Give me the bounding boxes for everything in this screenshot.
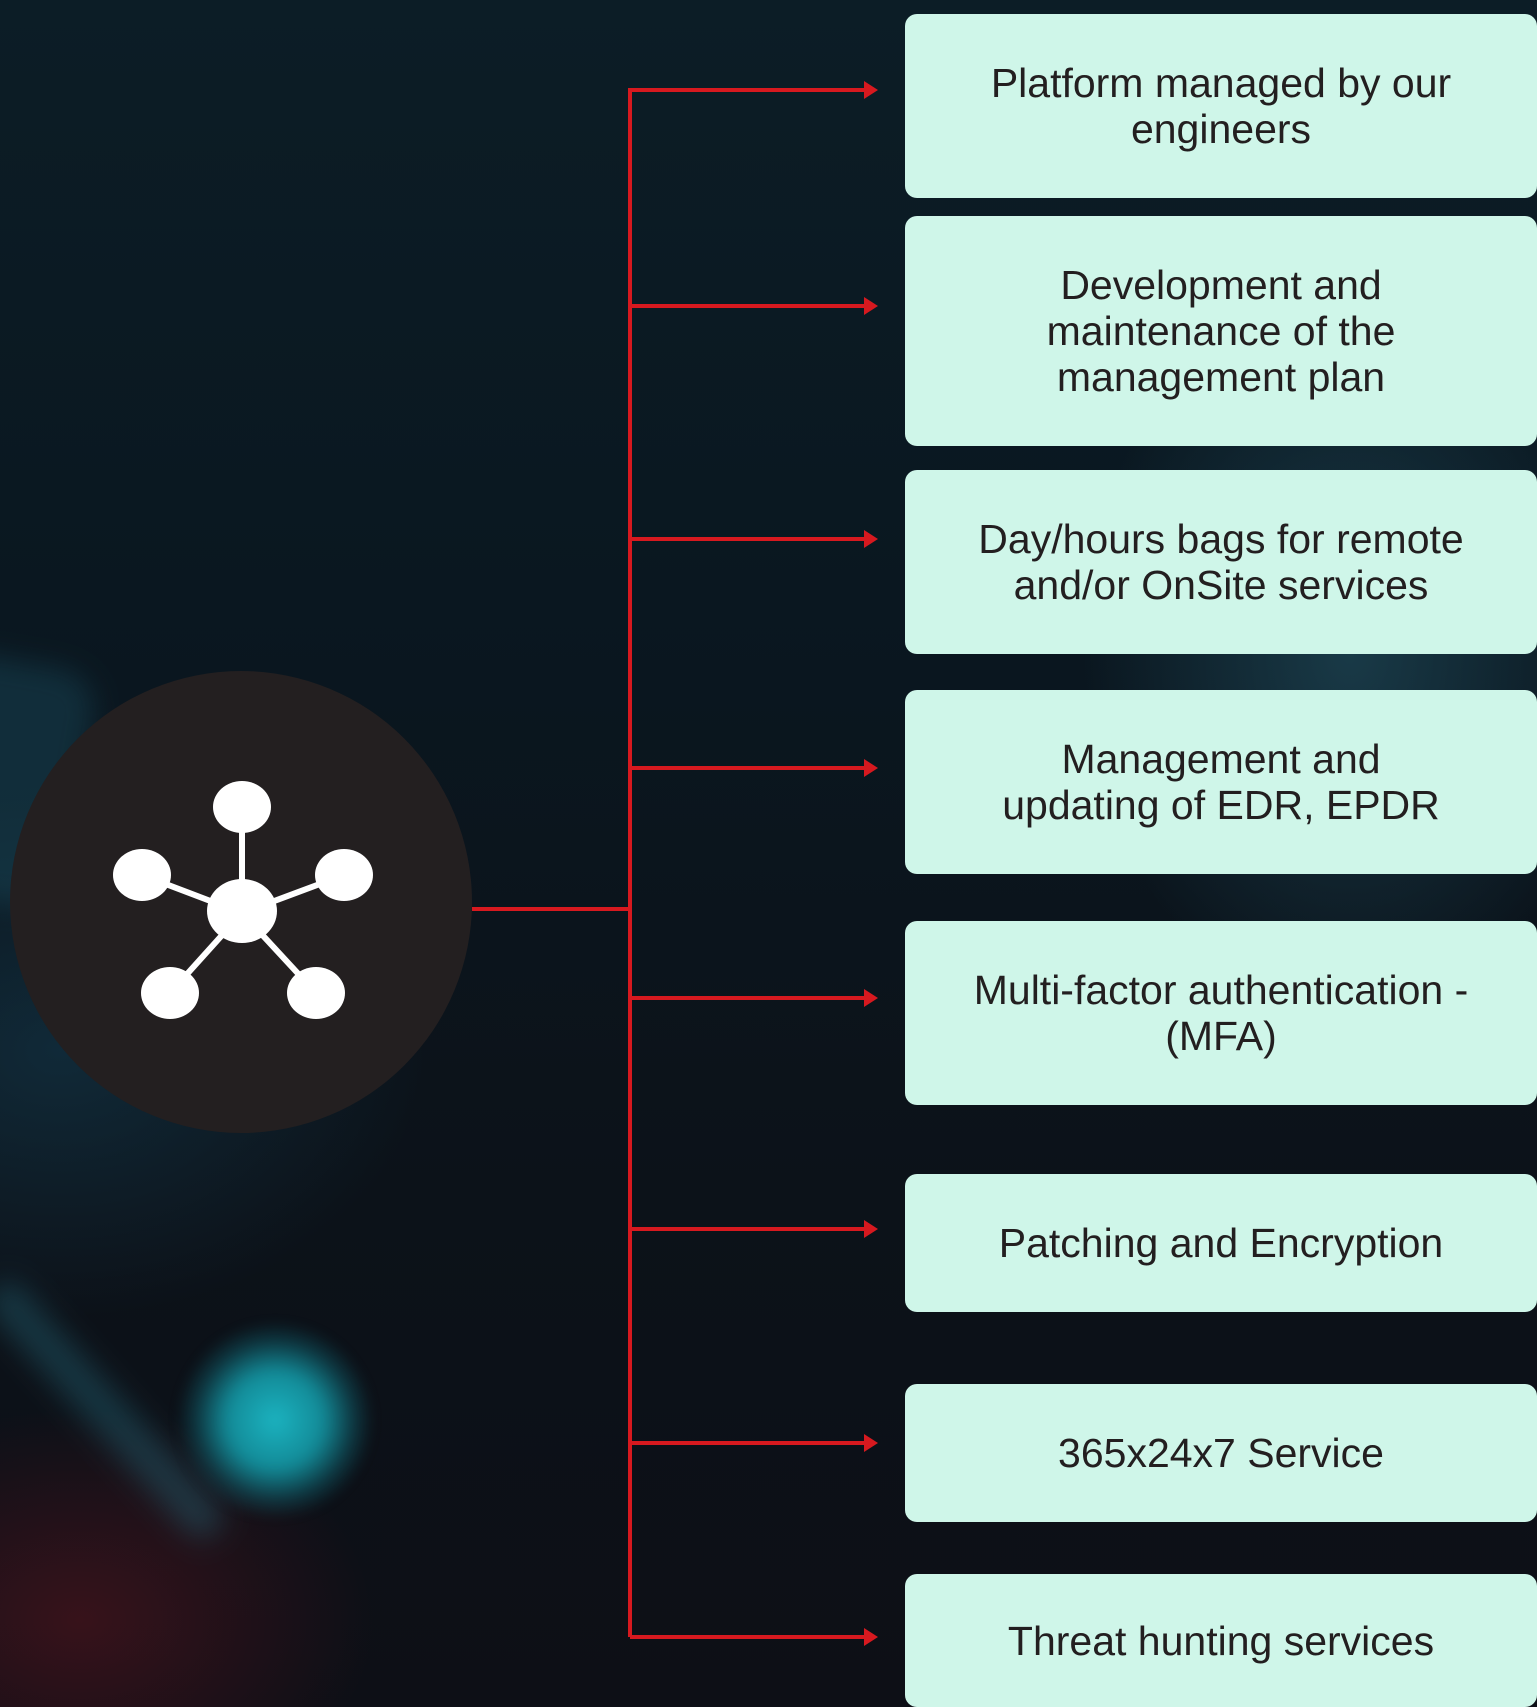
service-label: Management and updating of EDR, EPDR <box>1002 736 1440 828</box>
service-label: Threat hunting services <box>1007 1617 1435 1664</box>
service-box-365x24x7: 365x24x7 Service <box>905 1384 1537 1522</box>
arrowhead-6 <box>864 1220 878 1238</box>
service-label: Multi-factor authentication - (MFA) <box>973 967 1469 1059</box>
arrowhead-3 <box>864 530 878 548</box>
service-box-patching-encryption: Patching and Encryption <box>905 1174 1537 1312</box>
arrowhead-8 <box>864 1628 878 1646</box>
arrowhead-5 <box>864 989 878 1007</box>
service-box-mfa: Multi-factor authentication - (MFA) <box>905 921 1537 1105</box>
service-label: Platform managed by our engineers <box>990 60 1452 152</box>
arrowhead-4 <box>864 759 878 777</box>
service-box-platform-managed: Platform managed by our engineers <box>905 14 1537 198</box>
service-box-day-hours-bags: Day/hours bags for remote and/or OnSite … <box>905 470 1537 654</box>
service-box-threat-hunting: Threat hunting services <box>905 1574 1537 1707</box>
arrowhead-7 <box>864 1434 878 1452</box>
service-label: Development and maintenance of the manag… <box>1046 262 1396 400</box>
network-hub-icon <box>113 781 373 1019</box>
service-label: Day/hours bags for remote and/or OnSite … <box>978 516 1464 608</box>
service-label: Patching and Encryption <box>998 1220 1444 1266</box>
service-box-management-plan: Development and maintenance of the manag… <box>905 216 1537 446</box>
service-label: 365x24x7 Service <box>1058 1430 1384 1476</box>
arrowhead-2 <box>864 297 878 315</box>
service-box-edr-epdr: Management and updating of EDR, EPDR <box>905 690 1537 874</box>
background-glow <box>180 1325 370 1515</box>
arrowhead-1 <box>864 81 878 99</box>
